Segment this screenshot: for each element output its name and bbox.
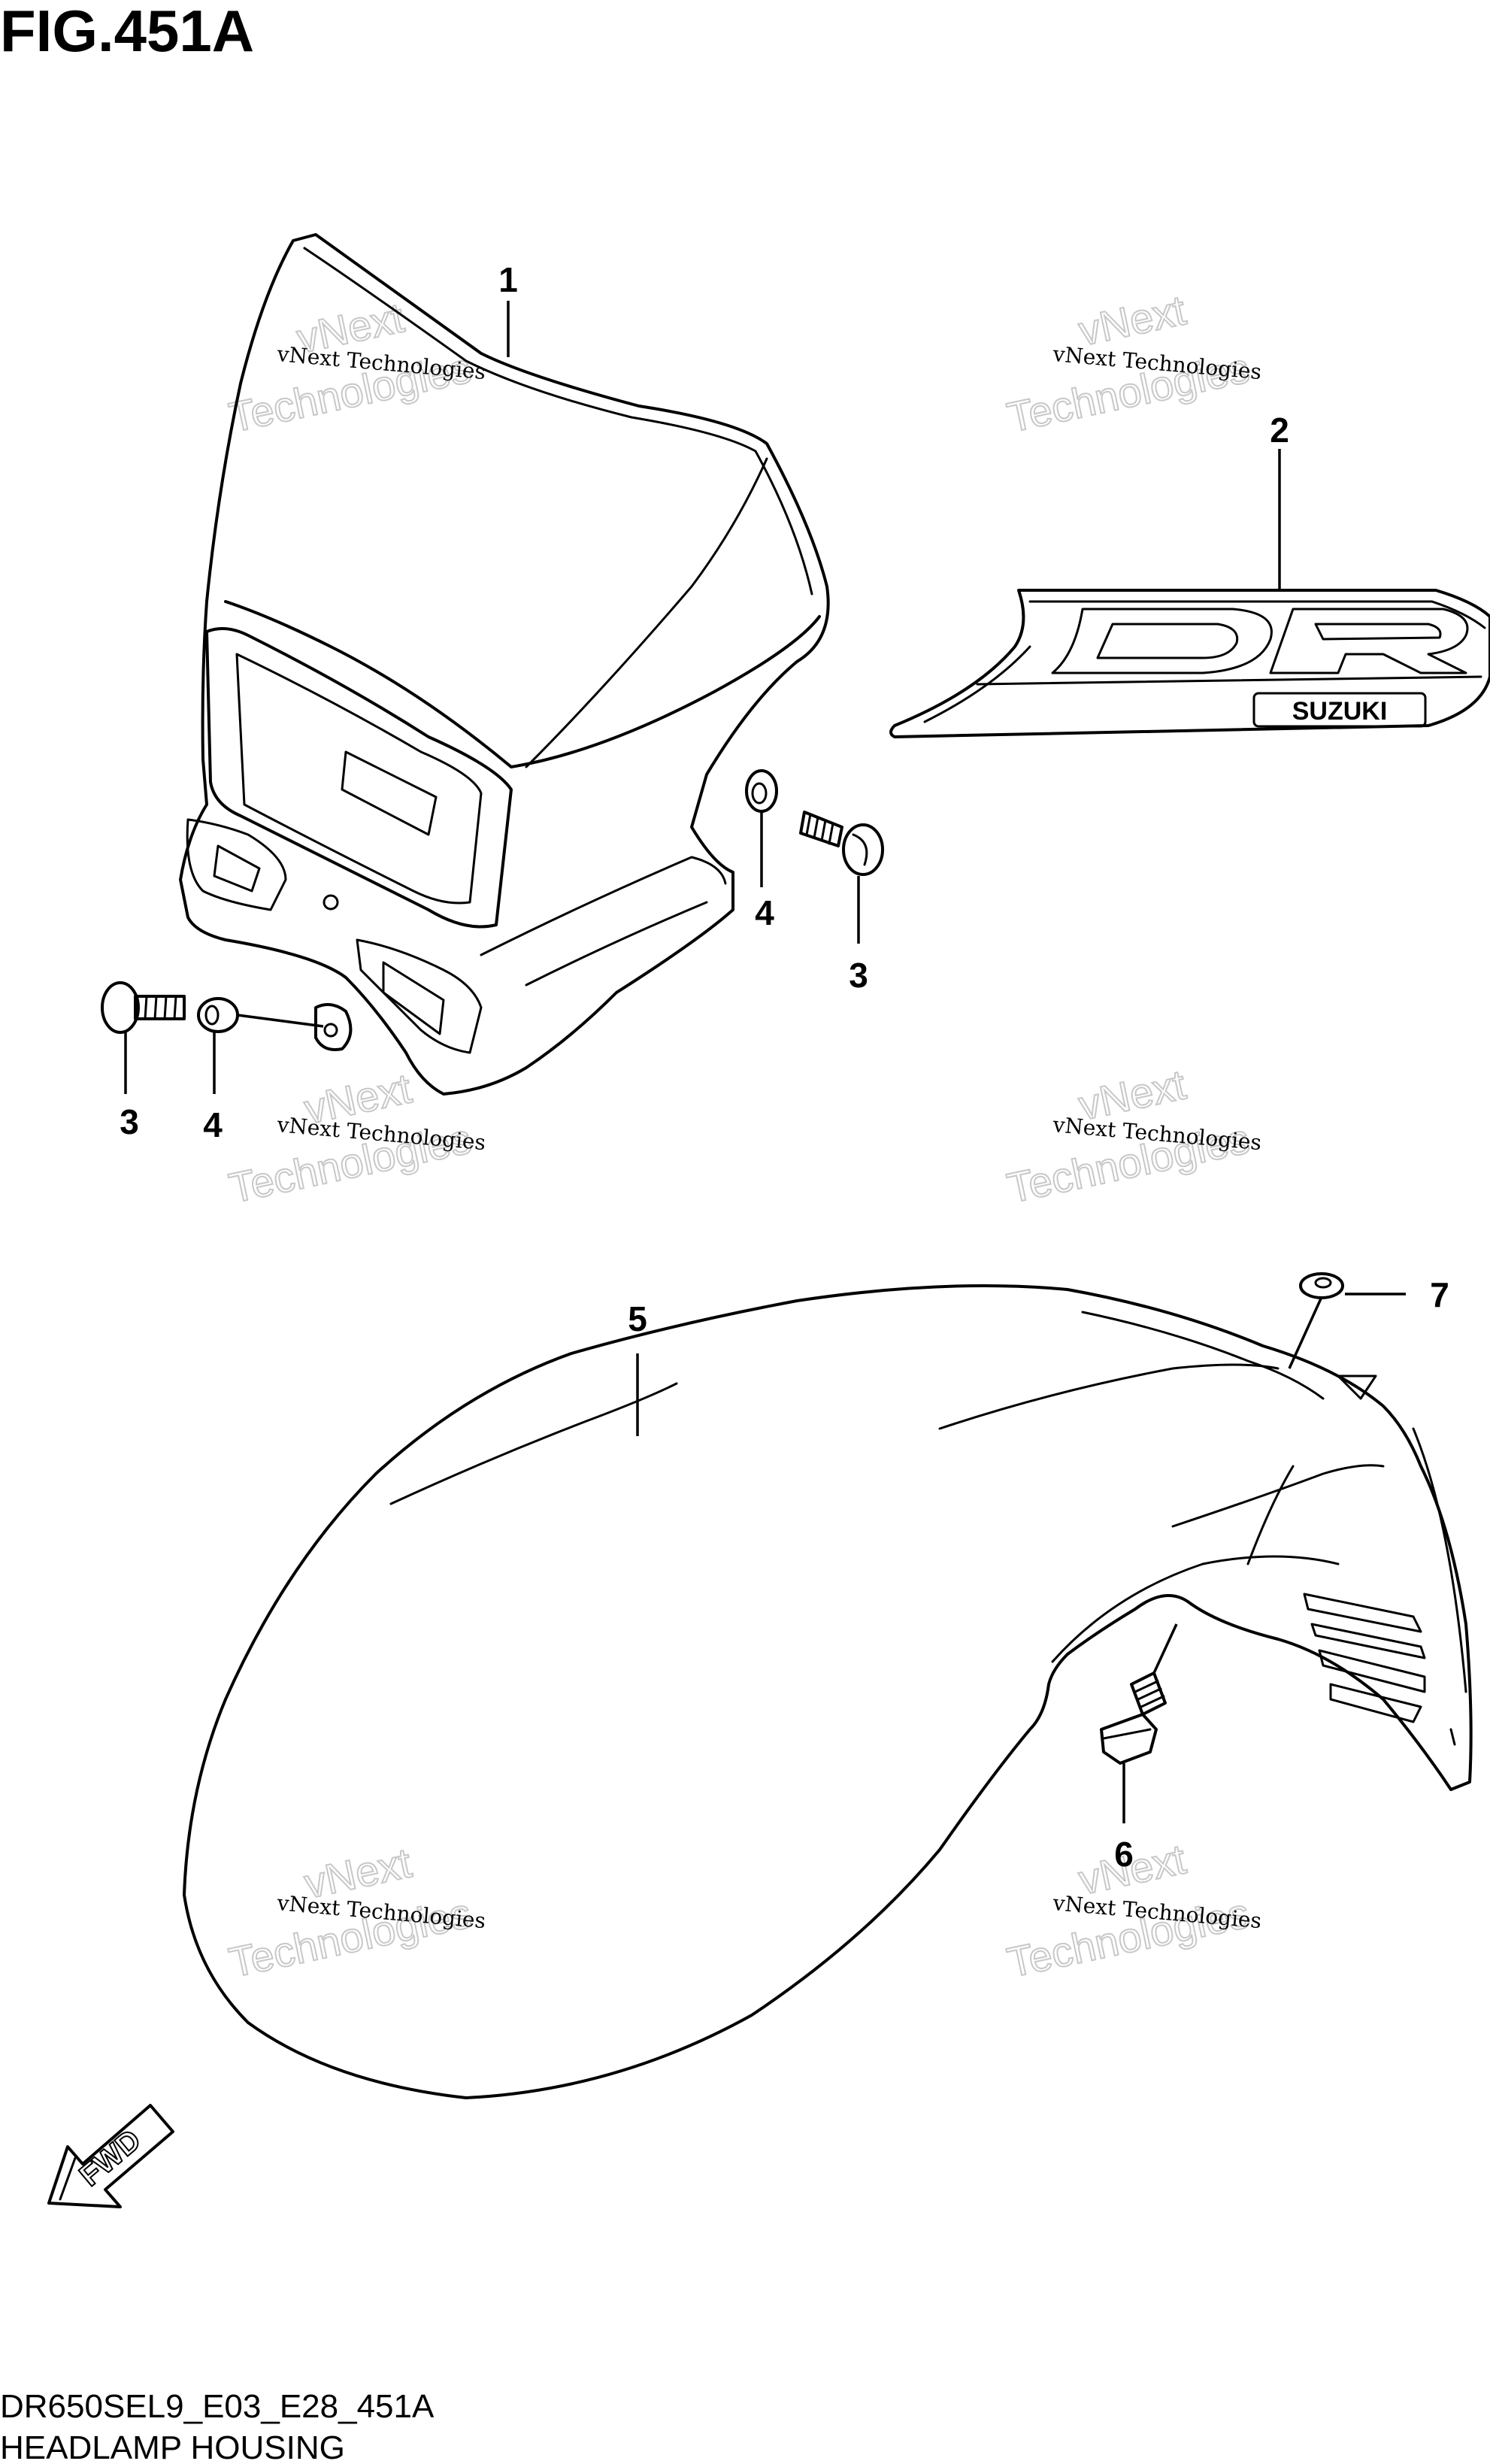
watermark-top-right: Technologies vNext vNext Technologies [1002, 285, 1262, 441]
front-fender-part [183, 1284, 1473, 2099]
grommet-left [197, 997, 239, 1033]
watermark-bottom-left: Technologies vNext vNext Technologies [224, 1838, 486, 1987]
callout-6: 6 [1114, 1835, 1134, 1874]
bolt-right [799, 811, 884, 876]
watermark-mid-right: Technologies vNext vNext Technologies [1002, 1059, 1262, 1212]
watermark-mid-left: Technologies vNext vNext Technologies [224, 1063, 486, 1212]
dr-decal-part: SUZUKI [889, 589, 1490, 738]
watermark-top-left: Technologies vNext vNext Technologies [224, 292, 486, 441]
suzuki-logo: SUZUKI [1292, 697, 1388, 726]
callout-1: 1 [498, 260, 518, 299]
callout-5: 5 [628, 1299, 647, 1338]
figure-name: HEADLAMP HOUSING [0, 2429, 345, 2464]
grommet-right [745, 769, 778, 813]
callout-2: 2 [1270, 411, 1289, 450]
figure-code: DR650SEL9_E03_E28_451A [0, 2388, 435, 2425]
callout-3-left: 3 [120, 1102, 139, 1141]
callout-4-right: 4 [755, 893, 774, 932]
fwd-arrow-icon: FWD [47, 2104, 174, 2208]
callout-7: 7 [1430, 1275, 1449, 1314]
headlamp-housing-part [179, 233, 830, 1096]
fender-bolt-part [1100, 1671, 1167, 1765]
callout-4-left: 4 [203, 1105, 223, 1144]
figure-title: FIG.451A [0, 0, 254, 64]
bolt-left [101, 981, 186, 1034]
fender-grommet-part [1299, 1272, 1344, 1299]
callout-3-right: 3 [849, 956, 868, 995]
leader-lines [124, 301, 1406, 1823]
